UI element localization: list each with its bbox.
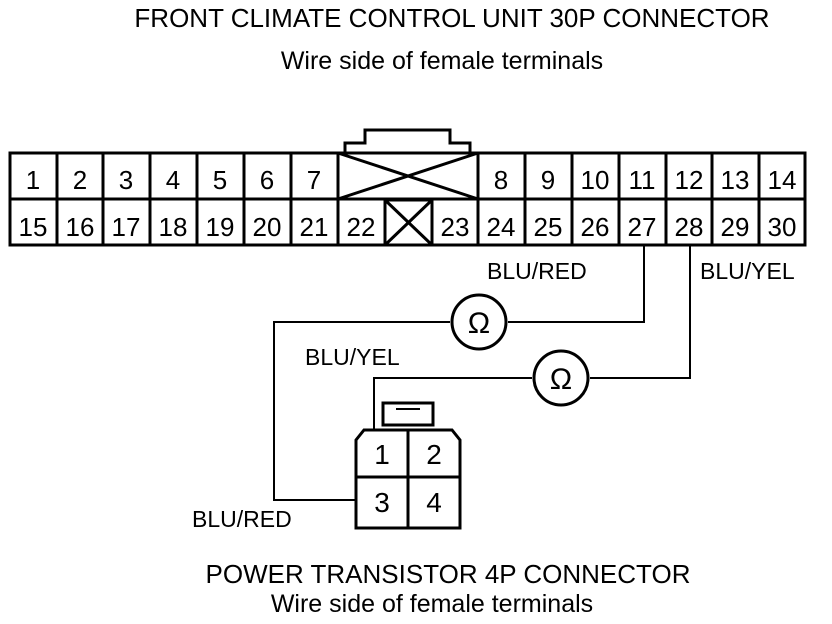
ohmmeter-lower: Ω (532, 349, 590, 407)
pin-label: 9 (541, 165, 555, 195)
pin-label: 17 (112, 212, 141, 242)
pin-label: 13 (721, 165, 750, 195)
pin-label: 29 (721, 212, 750, 242)
pin-label: 22 (347, 212, 376, 242)
pin-label: 1 (26, 165, 40, 195)
pin-label: 27 (628, 212, 657, 242)
pin-label: 10 (581, 165, 610, 195)
pin-label: 26 (581, 212, 610, 242)
pin-label: 18 (159, 212, 188, 242)
pin4-label: 1 (374, 439, 390, 470)
ohmmeter-icon (450, 293, 508, 351)
pin-label: 15 (19, 212, 48, 242)
wire-label-pin28: BLU/YEL (700, 258, 795, 284)
pin-label: 30 (768, 212, 797, 242)
wire-pin28-to-pin1 (373, 245, 691, 430)
top-connector-row2: 15 16 17 18 19 20 21 22 23 24 25 26 27 2… (19, 212, 797, 242)
pin-label: 20 (253, 212, 282, 242)
pin-label: 23 (441, 212, 470, 242)
ohmmeter-icon (532, 349, 590, 407)
pin-label: 14 (768, 165, 797, 195)
wire-label-pin1: BLU/YEL (305, 344, 400, 370)
pin-label: 8 (494, 165, 508, 195)
pin4-label: 4 (426, 487, 442, 518)
pin4-label: 2 (426, 439, 442, 470)
pin-label: 11 (629, 165, 656, 195)
pin-label: 21 (300, 212, 329, 242)
bottom-connector-title: POWER TRANSISTOR 4P CONNECTOR (206, 559, 691, 589)
wire-label-pin27: BLU/RED (487, 258, 587, 284)
wires (273, 245, 691, 501)
pin-label: 6 (260, 165, 274, 195)
top-connector-title: FRONT CLIMATE CONTROL UNIT 30P CONNECTOR (134, 3, 769, 33)
pin-label: 2 (73, 165, 87, 195)
top-connector (8, 151, 807, 247)
top-connector-subtitle: Wire side of female terminals (281, 47, 603, 75)
pin-label: 25 (534, 212, 563, 242)
pin-label: 7 (307, 165, 321, 195)
pin-label: 24 (487, 212, 516, 242)
pin-label: 3 (119, 165, 133, 195)
pin4-label: 3 (374, 487, 390, 518)
pin-label: 19 (206, 212, 235, 242)
ohm-symbol: Ω (550, 363, 572, 396)
wire-pin27-to-pin3 (273, 245, 645, 501)
pin-label: 5 (213, 165, 227, 195)
connector-latch (343, 128, 472, 153)
bottom-connector-subtitle: Wire side of female terminals (271, 590, 593, 618)
pin-label: 4 (166, 165, 180, 195)
pin-label: 12 (675, 165, 704, 195)
pin-label: 28 (675, 212, 704, 242)
pin-label: 16 (66, 212, 95, 242)
top-connector-row1: 1 2 3 4 5 6 7 8 9 10 11 12 13 14 (26, 165, 797, 195)
power-transistor-connector (354, 401, 462, 530)
ohm-symbol: Ω (468, 307, 490, 340)
wire-label-pin3: BLU/RED (192, 506, 292, 532)
ohmmeter-upper: Ω (450, 293, 508, 351)
